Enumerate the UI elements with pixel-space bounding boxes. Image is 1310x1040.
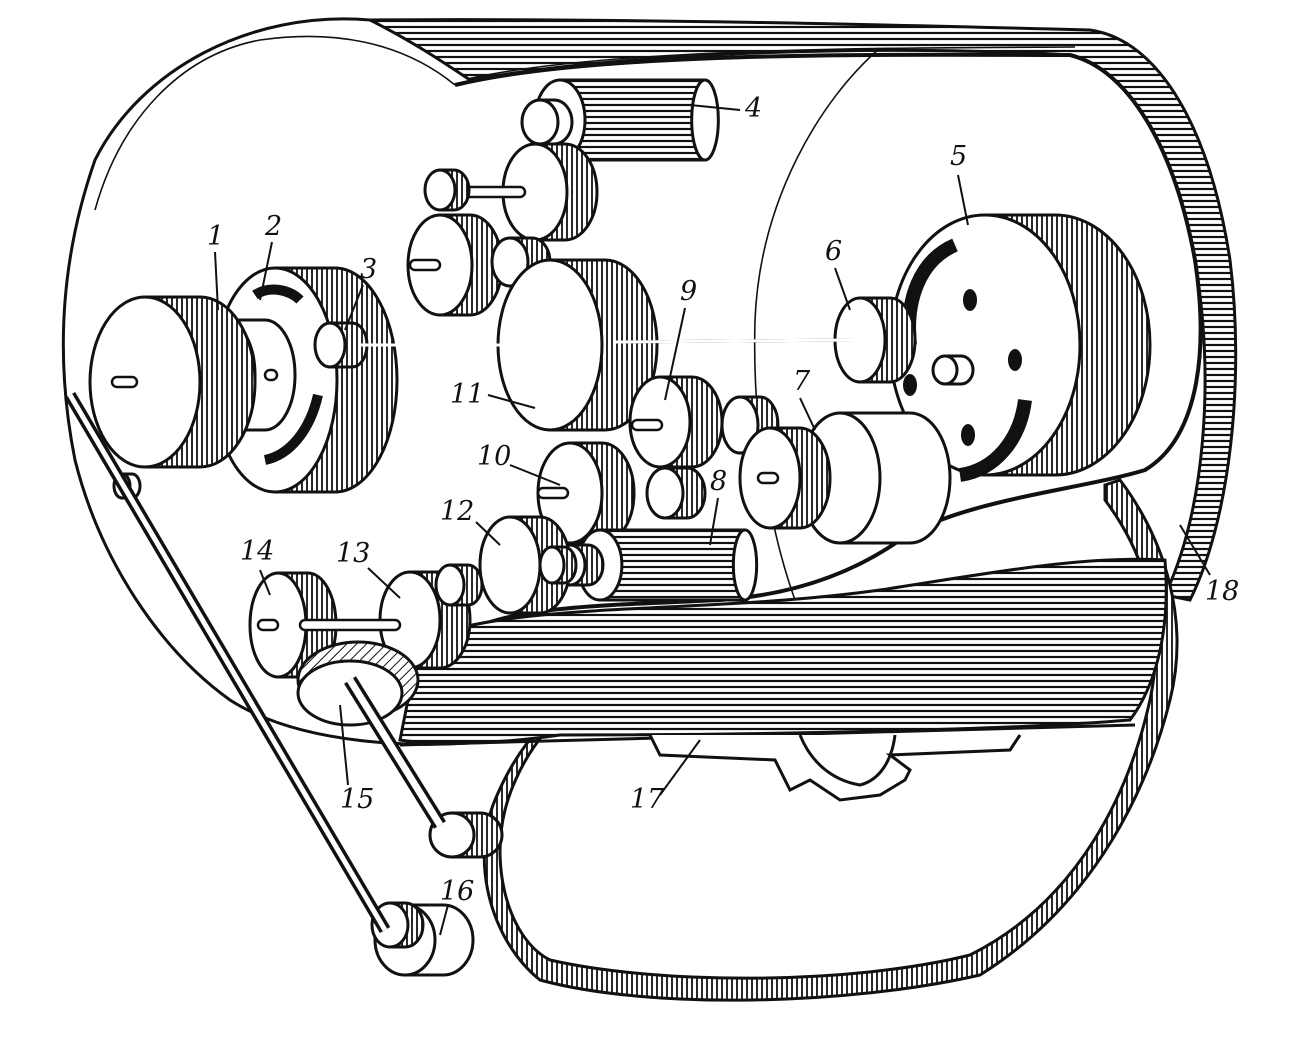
leader-line-7	[799, 397, 816, 431]
gear-train	[88, 78, 1152, 977]
label-10: 10	[477, 441, 511, 472]
label-16: 16	[440, 876, 474, 907]
label-18: 18	[1205, 576, 1239, 607]
gear-top-a	[501, 142, 599, 242]
leader-line-18	[1179, 524, 1211, 576]
leader-line-8	[709, 497, 719, 546]
pinion-3	[313, 321, 369, 369]
leader-line-9	[664, 307, 686, 401]
pinion-13	[434, 563, 484, 607]
label-5: 5	[950, 141, 967, 172]
cylinder-8	[576, 528, 759, 602]
leader-line-13	[367, 567, 401, 599]
leader-line-5	[957, 174, 969, 226]
label-11: 11	[450, 379, 484, 410]
leader-line-1	[214, 251, 219, 311]
label-1: 1	[207, 221, 224, 252]
label-2: 2	[264, 211, 282, 242]
knob-rod-15	[428, 811, 504, 859]
leader-line-10	[509, 464, 561, 486]
leader-line-6	[834, 267, 851, 311]
pinion-12	[538, 545, 578, 585]
label-4: 4	[744, 93, 762, 124]
gear-9	[628, 375, 724, 469]
label-3: 3	[360, 254, 377, 285]
housing-shell	[61, 17, 1238, 1002]
leader-line-14	[259, 569, 271, 596]
leader-line-16	[439, 904, 449, 936]
leader-line-12	[475, 521, 501, 546]
pinion-10	[645, 466, 707, 520]
label-9: 9	[680, 276, 697, 307]
label-12: 12	[440, 496, 474, 527]
pinion-top-a	[423, 168, 471, 212]
label-8: 8	[710, 466, 727, 497]
leader-line-17	[659, 739, 701, 796]
leader-line-11	[487, 394, 536, 409]
label-7: 7	[793, 366, 811, 397]
large-gear-11	[496, 258, 659, 432]
large-disc-5	[888, 213, 1152, 482]
knob-1	[88, 295, 257, 469]
knob-16-collar	[370, 901, 425, 949]
leader-line-2	[259, 241, 273, 301]
leader-line-15	[339, 704, 349, 786]
label-13: 13	[336, 538, 370, 569]
label-15: 15	[340, 784, 374, 815]
pinion-6	[833, 296, 917, 384]
shafts	[64, 338, 856, 934]
leader-line-3	[344, 284, 364, 331]
label-17: 17	[630, 784, 665, 815]
label-6: 6	[825, 236, 842, 267]
gear-7	[738, 426, 832, 530]
disc-hub	[931, 354, 975, 386]
label-14: 14	[240, 536, 274, 567]
pinion-4	[520, 98, 574, 146]
leader-line-4	[689, 104, 741, 111]
